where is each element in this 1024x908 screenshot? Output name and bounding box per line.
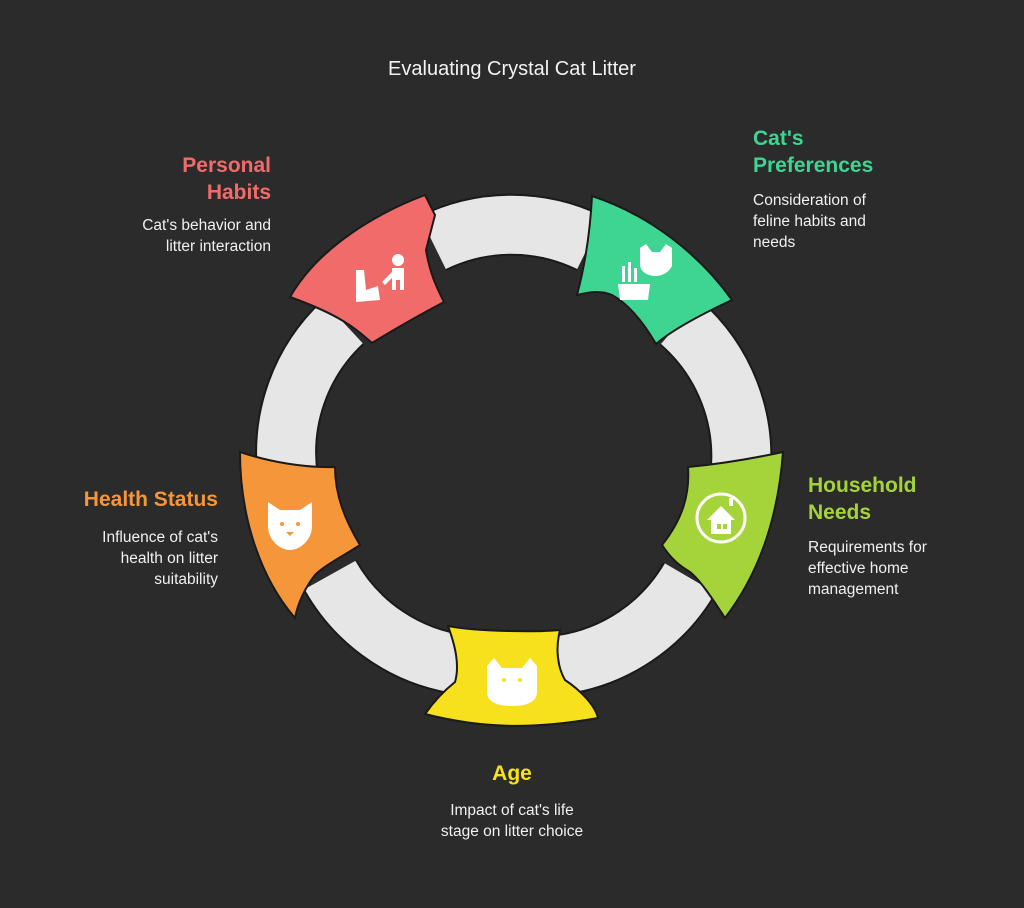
description-line: suitability [154,571,218,588]
label-age: Age Impact of cat's life stage on litter… [392,760,632,842]
fox-cat-face-icon [268,502,312,550]
heading-line: Cat's [753,127,804,150]
label-cats-preferences: Cat's Preferences Consideration of felin… [753,125,953,253]
person-litter-box-icon [356,254,404,302]
segment-household-needs [660,450,785,620]
description-line: effective home [808,560,909,577]
description-line: Consideration of [753,192,866,209]
heading-line: Age [492,762,532,785]
heading-line: Habits [206,181,271,204]
description-line: stage on litter choice [440,823,584,840]
segment-age [423,624,600,727]
description-line: litter interaction [165,238,271,255]
heading-line: Personal [182,154,271,177]
description-line: Requirements for [808,539,927,556]
house-icon [695,492,747,544]
heading-line: Needs [808,501,872,524]
heading-line: Preferences [753,154,874,177]
segment-personal-habits [288,193,446,345]
description-line: health on litter [120,550,218,567]
cat-face-icon [487,658,537,706]
label-household-needs: Household Needs Requirements for effecti… [808,472,1008,600]
diagram-title: Evaluating Crystal Cat Litter [388,58,636,80]
description-line: Cat's behavior and [142,217,271,234]
segment-cats-preferences [575,194,734,346]
description-line: Influence of cat's [102,529,218,546]
heading-line: Health Status [83,488,218,511]
label-health-status: Health Status Influence of cat's health … [40,486,218,590]
description-line: needs [753,234,796,251]
description-line: feline habits and [753,213,866,230]
heading-line: Household [808,474,917,497]
description-line: management [808,581,899,598]
label-personal-habits: Personal Habits Cat's behavior and litte… [100,152,271,257]
description-line: Impact of cat's life [450,802,574,819]
cat-litter-box-icon [618,244,672,300]
segment-health-status [238,450,362,621]
